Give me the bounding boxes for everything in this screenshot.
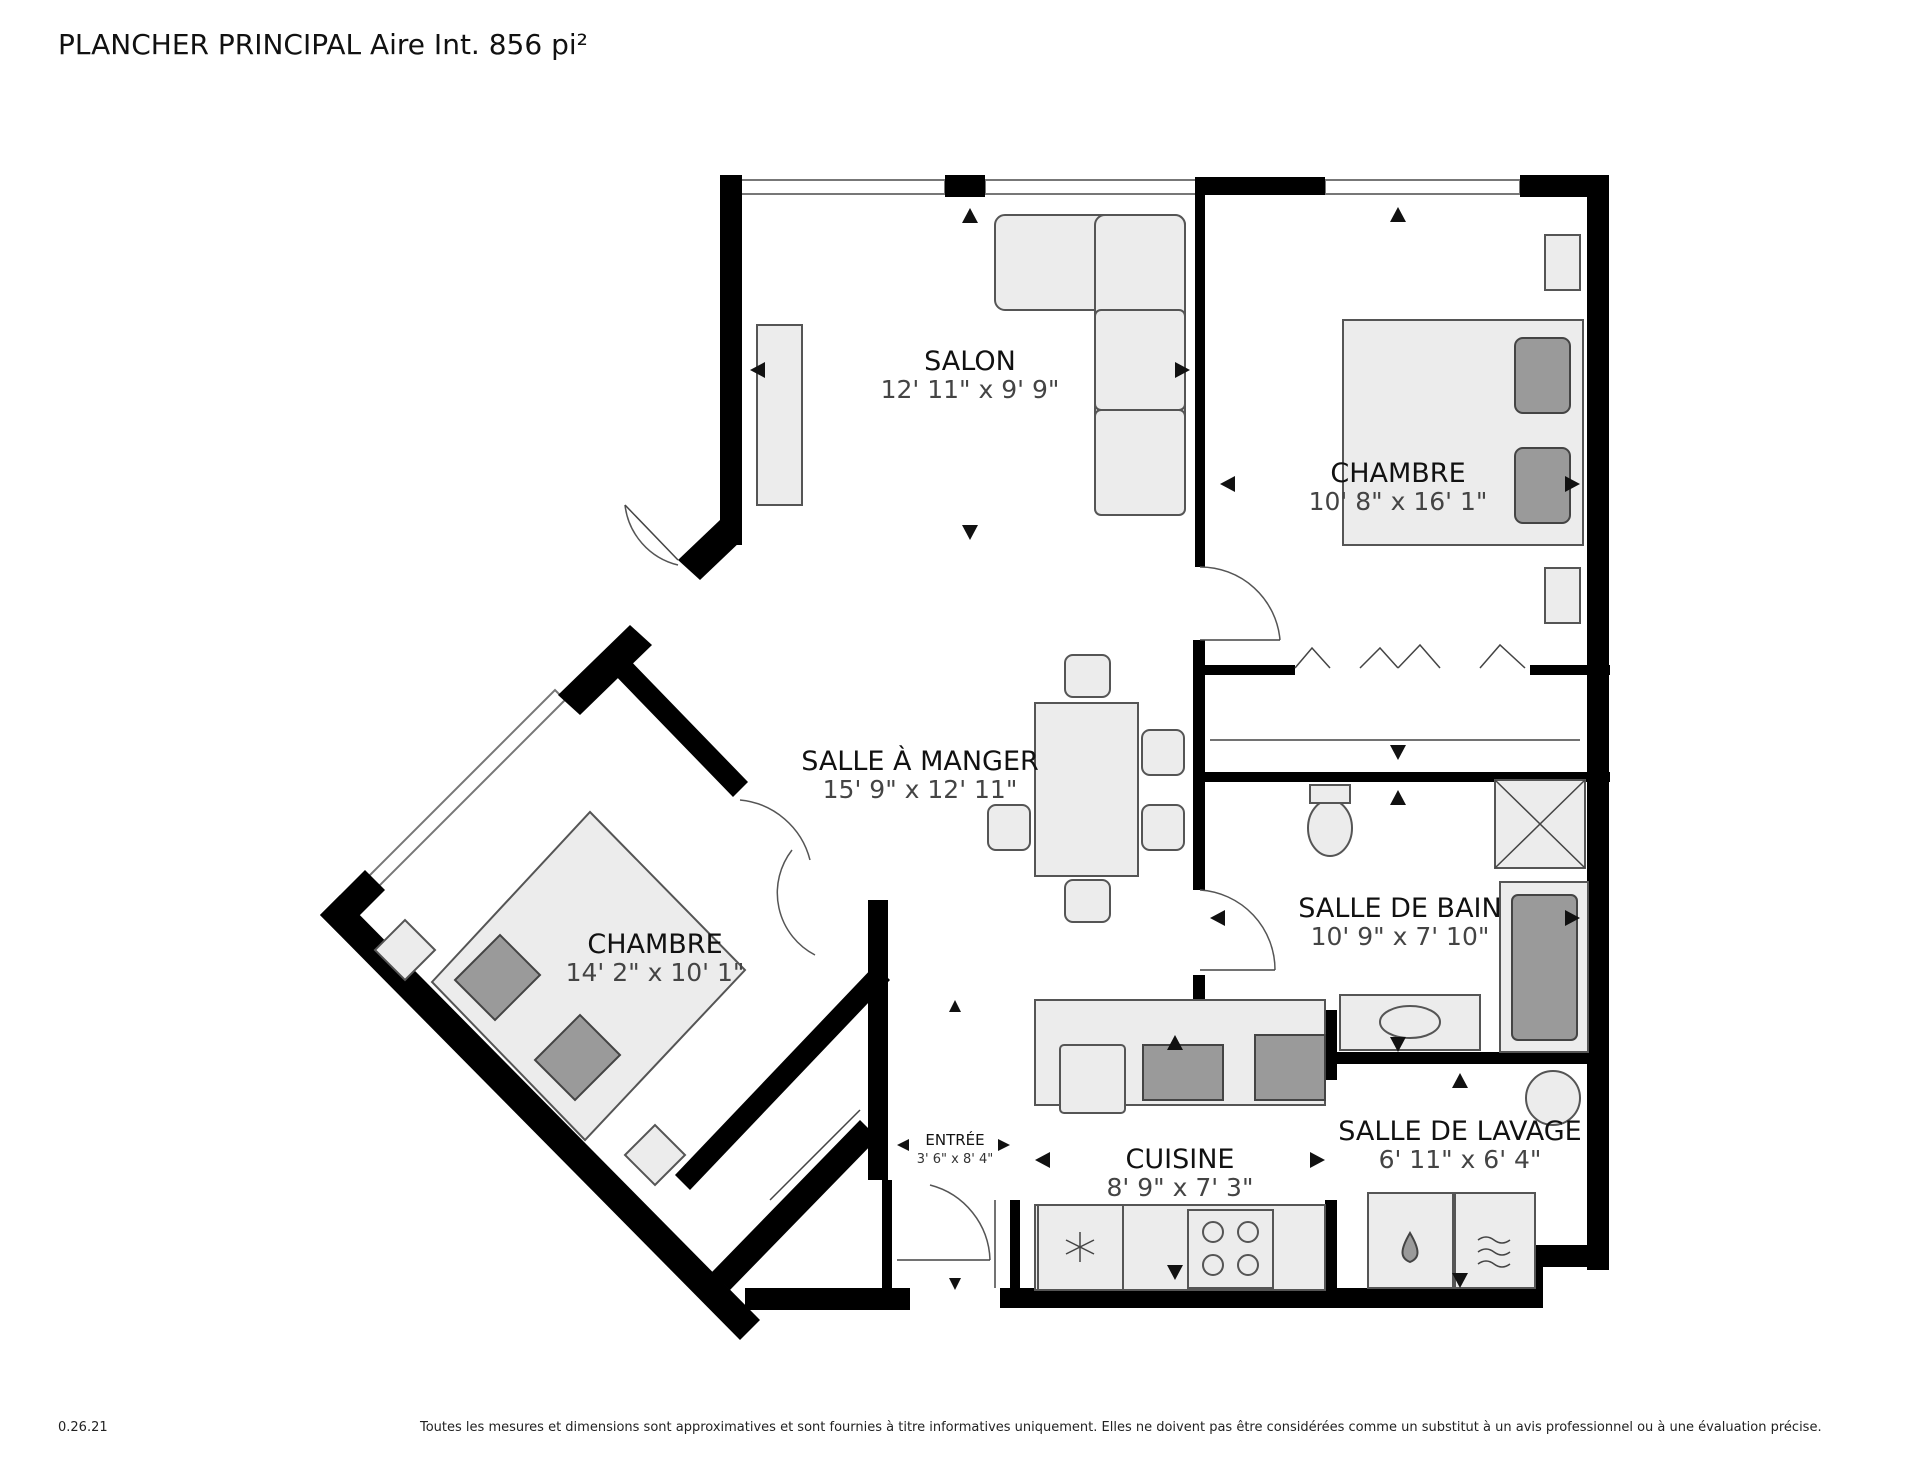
room-label-salon: SALON 12' 11" x 9' 9" bbox=[881, 346, 1060, 404]
svg-text:ENTRÉE: ENTRÉE bbox=[925, 1130, 984, 1149]
svg-text:3' 6" x 8' 4": 3' 6" x 8' 4" bbox=[917, 1152, 993, 1167]
laundry-fixtures bbox=[1367, 1070, 1581, 1289]
room-label-chambre-2: CHAMBRE 14' 2" x 10' 1" bbox=[566, 929, 745, 987]
svg-text:6' 11" x 6' 4": 6' 11" x 6' 4" bbox=[1379, 1145, 1542, 1174]
svg-text:14' 2" x 10' 1": 14' 2" x 10' 1" bbox=[566, 958, 745, 987]
disclaimer: Toutes les mesures et dimensions sont ap… bbox=[420, 1420, 1822, 1435]
stove-icon bbox=[1202, 1221, 1259, 1276]
bed-2 bbox=[373, 810, 747, 1187]
plan-title: PLANCHER PRINCIPAL Aire Int. 856 pi² bbox=[58, 28, 588, 61]
walls bbox=[320, 175, 1610, 1340]
svg-text:SALLE DE BAIN: SALLE DE BAIN bbox=[1298, 893, 1501, 924]
room-label-salle-a-manger: SALLE À MANGER 15' 9" x 12' 11" bbox=[801, 745, 1039, 804]
svg-text:SALLE À MANGER: SALLE À MANGER bbox=[801, 745, 1039, 777]
tv-stand bbox=[756, 324, 803, 506]
doors bbox=[624, 504, 1526, 1288]
dimension-arrows bbox=[750, 207, 1580, 1290]
sofa bbox=[994, 214, 1186, 516]
svg-text:CUISINE: CUISINE bbox=[1126, 1144, 1235, 1175]
dining-table bbox=[987, 654, 1185, 923]
svg-text:CHAMBRE: CHAMBRE bbox=[1330, 458, 1465, 489]
room-label-entree: ENTRÉE 3' 6" x 8' 4" bbox=[917, 1130, 993, 1167]
svg-text:12' 11" x 9' 9": 12' 11" x 9' 9" bbox=[881, 375, 1060, 404]
svg-text:SALLE DE LAVAGE: SALLE DE LAVAGE bbox=[1338, 1116, 1581, 1147]
washer-icon bbox=[1401, 1231, 1419, 1264]
closet-rail bbox=[769, 739, 1580, 1201]
room-label-chambre-1: CHAMBRE 10' 8" x 16' 1" bbox=[1309, 458, 1488, 516]
svg-text:CHAMBRE: CHAMBRE bbox=[587, 929, 722, 960]
svg-text:10' 9" x 7' 10": 10' 9" x 7' 10" bbox=[1311, 922, 1490, 951]
dryer-icon bbox=[1477, 1236, 1511, 1268]
version-label: 0.26.21 bbox=[58, 1420, 108, 1435]
svg-text:8' 9" x 7' 3": 8' 9" x 7' 3" bbox=[1107, 1173, 1254, 1202]
room-label-salle-de-bain: SALLE DE BAIN 10' 9" x 7' 10" bbox=[1298, 893, 1501, 951]
bathroom-fixtures bbox=[1307, 779, 1589, 1053]
bed-1 bbox=[1342, 234, 1584, 624]
svg-text:15' 9" x 12' 11": 15' 9" x 12' 11" bbox=[823, 775, 1018, 804]
snowflake-icon bbox=[1065, 1232, 1095, 1262]
svg-text:SALON: SALON bbox=[924, 346, 1016, 377]
kitchen-fixtures bbox=[1034, 999, 1326, 1291]
svg-text:10' 8" x 16' 1": 10' 8" x 16' 1" bbox=[1309, 487, 1488, 516]
room-label-cuisine: CUISINE 8' 9" x 7' 3" bbox=[1107, 1144, 1254, 1202]
room-label-salle-de-lavage: SALLE DE LAVAGE 6' 11" x 6' 4" bbox=[1338, 1116, 1581, 1174]
